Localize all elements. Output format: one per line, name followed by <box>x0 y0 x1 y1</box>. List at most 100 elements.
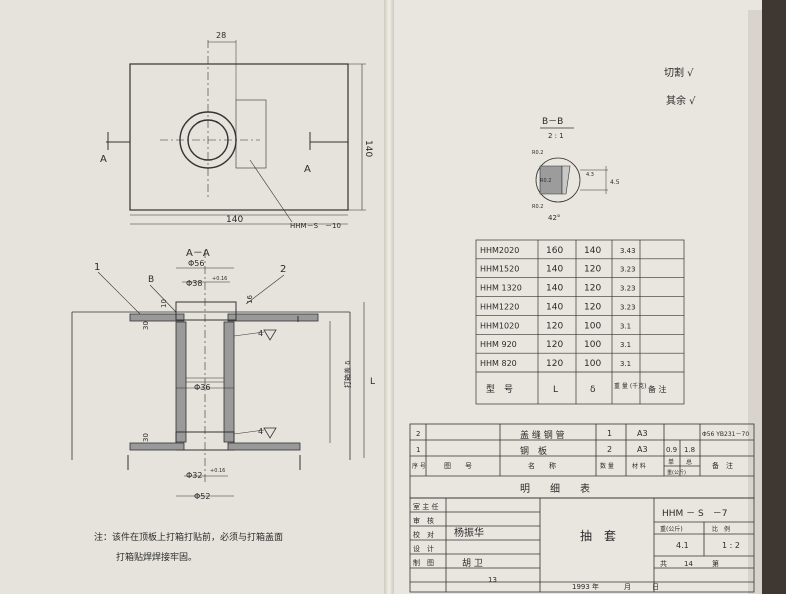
param-cell-d: 140 <box>584 246 601 256</box>
detail-r-left: R0.2 <box>540 178 551 184</box>
param-hdr-w: 重 量 (千克) <box>614 382 647 390</box>
left-paper <box>0 0 392 594</box>
param-cell-model: HHM 820 <box>480 359 517 368</box>
param-cell-w: 3.1 <box>620 360 631 368</box>
top-plate-left <box>129 313 185 322</box>
bottom-plate-left <box>129 442 185 451</box>
sign-drafter: 胡 卫 <box>462 557 483 569</box>
parameter-table <box>475 239 685 405</box>
detail-r-dim: 4.3 <box>586 172 594 178</box>
plan-dim-top: 28 <box>216 31 226 40</box>
len-label: L <box>370 377 375 387</box>
date-month: 月 <box>624 583 631 591</box>
bom-hdr-no: 序 号 <box>412 462 426 470</box>
right-paper <box>386 0 764 594</box>
title-role: 设 计 <box>413 544 434 553</box>
weight-value: 4.1 <box>676 541 689 550</box>
sign-designer: 杨振华 <box>454 526 484 539</box>
tol-low: +0.16 <box>210 468 225 474</box>
drawing-name: 抽 套 <box>580 529 616 543</box>
bom-r2-no: 1 <box>416 446 420 454</box>
detail-scale: 2 : 1 <box>548 132 564 140</box>
bom-hdr-name: 名 称 <box>528 461 556 470</box>
param-cell-w: 3.43 <box>620 247 636 255</box>
param-cell-L: 120 <box>546 359 563 369</box>
detail-r-top: R0.2 <box>532 150 543 156</box>
sheet-of: 第 <box>712 559 719 568</box>
dim-30-top: 30 <box>142 321 150 330</box>
title-roles: 室 主 任审 核校 对设 计制 图 <box>413 502 438 567</box>
param-cell-w: 3.23 <box>620 266 636 274</box>
bom-hdr-note: 备 注 <box>712 461 733 470</box>
bom-r2-qty: 2 <box>607 445 612 454</box>
section-mark-right: A <box>304 164 311 175</box>
dia-top: Φ56 <box>188 259 204 268</box>
param-cell-L: 120 <box>546 340 563 350</box>
bom-r1-mat: A3 <box>637 429 648 438</box>
label-b: B <box>148 275 154 285</box>
param-cell-d: 120 <box>584 265 601 275</box>
bom-r2-unit: 0.9 <box>666 446 677 454</box>
bottom-plate-right <box>227 442 301 451</box>
param-cell-L: 140 <box>546 284 563 294</box>
drawing-no: HHM － S －7 <box>662 509 727 519</box>
dim-10: 10 <box>160 299 168 308</box>
param-cell-model: HHM 920 <box>480 340 517 349</box>
scale-value: 1 : 2 <box>722 541 740 550</box>
param-cell-model: HHM2020 <box>480 246 519 255</box>
dia-low: Φ32 <box>186 471 202 480</box>
param-cell-L: 140 <box>546 265 563 275</box>
tube-wall-left <box>175 321 187 443</box>
dim-16: 16 <box>246 295 254 304</box>
date-year: 1993 年 <box>572 582 599 591</box>
paper-edge <box>748 10 764 594</box>
label-1: 1 <box>94 262 100 273</box>
bom-r1-note: Φ56 YB231－70 <box>702 431 749 438</box>
param-cell-w: 3.23 <box>620 303 636 311</box>
param-cell-L: 120 <box>546 321 563 331</box>
tol-inner: +0.16 <box>212 276 227 282</box>
detail-v-dim: 4.5 <box>610 179 620 186</box>
bom-r2-name: 钢 板 <box>520 445 547 457</box>
detail-angle: 42° <box>548 214 560 222</box>
bom-r1-name: 盖 缝 钢 管 <box>520 429 565 441</box>
background-edge <box>762 0 786 594</box>
detail-r-bottom: R0.2 <box>532 204 543 210</box>
param-cell-model: HHM 1320 <box>480 284 522 293</box>
center-fold <box>384 0 394 594</box>
bom-r2-total: 1.8 <box>684 446 695 454</box>
bom-hdr-unit: 单 <box>668 458 674 466</box>
param-cell-d: 100 <box>584 359 601 369</box>
note-rest: 其余 √ <box>666 94 696 107</box>
plate-label: 打箱盖 δ <box>343 360 352 388</box>
bom-r1-no: 2 <box>416 430 420 438</box>
bom-title: 明 细 表 <box>520 482 590 495</box>
title-block <box>409 497 755 593</box>
dia-mid: Φ36 <box>194 383 210 392</box>
scale-label: 比 例 <box>712 525 730 533</box>
top-plate-right <box>227 313 319 322</box>
plan-outline <box>129 63 349 211</box>
bom-hdr-qty: 数 量 <box>600 462 614 470</box>
title-role: 室 主 任 <box>413 502 438 511</box>
dia-bottom: Φ52 <box>194 492 210 501</box>
note-line-1: 注：该件在顶板上打箱打贴前，必须与打箱盖面 <box>94 531 283 543</box>
section-aa <box>71 250 365 497</box>
param-cell-model: HHM1220 <box>480 302 519 311</box>
detail-title: B－B <box>542 117 563 127</box>
plan-dim-bottom: 140 <box>226 215 243 225</box>
title-misc: 13 <box>488 576 497 584</box>
weight-label: 重(公斤) <box>660 525 683 533</box>
param-cell-L: 160 <box>546 246 563 256</box>
param-hdr-model: 型 号 <box>486 384 513 395</box>
dim-30-bot: 30 <box>142 433 150 442</box>
plan-view <box>106 40 366 225</box>
param-cell-L: 140 <box>546 302 563 312</box>
sheet-label: 共 <box>660 559 667 568</box>
top-flange <box>175 301 237 321</box>
param-cell-w: 3.1 <box>620 341 631 349</box>
param-hdr-L: L <box>553 385 558 395</box>
tube-wall-right <box>223 321 235 443</box>
